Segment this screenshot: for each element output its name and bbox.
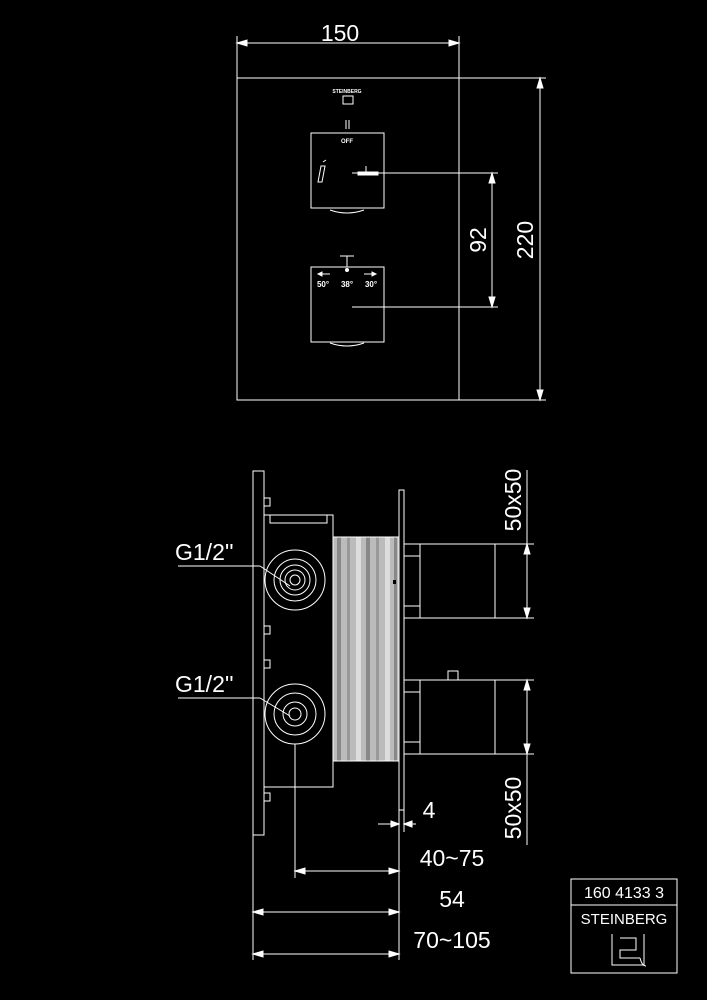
inlet-port-top (264, 549, 326, 611)
front-plate (236, 77, 460, 401)
hand-shower-icon (317, 165, 326, 183)
spacing-dimension-label: 92 (465, 227, 491, 253)
title-block (570, 878, 678, 974)
handle-top-side (403, 543, 496, 619)
thread-size-bottom: G1/2'' (175, 671, 234, 697)
part-number: 160 4133 3 (584, 885, 664, 902)
brand-small-label: STEINBERG (332, 89, 361, 95)
front-view (235, 36, 546, 402)
handle-size-top-label: 50x50 (500, 469, 526, 532)
temperature-50-label: 50° (317, 280, 329, 289)
off-label: OFF (341, 139, 353, 145)
handle-size-bottom-label: 50x50 (500, 777, 526, 840)
depth-70-105-label: 70~105 (413, 927, 490, 953)
steinberg-logo-icon (611, 934, 647, 967)
overhead-shower-icon (357, 171, 379, 176)
plate-thickness-label: 4 (423, 797, 436, 823)
extension-sleeve (332, 536, 400, 762)
depth-40-75-label: 40~75 (420, 845, 485, 871)
brand-logo-small (342, 95, 354, 105)
height-dimension-label: 220 (512, 221, 538, 259)
side-view-handles (251, 470, 534, 960)
thread-size-top: G1/2'' (175, 539, 234, 565)
cover-plate-side (398, 489, 405, 811)
brand-name: STEINBERG (581, 911, 668, 928)
depth-54-label: 54 (439, 886, 465, 912)
width-dimension-label: 150 (321, 20, 359, 46)
temperature-30-label: 30° (365, 280, 377, 289)
diverter-handle (310, 132, 385, 209)
temperature-38-label: 38° (341, 280, 353, 289)
